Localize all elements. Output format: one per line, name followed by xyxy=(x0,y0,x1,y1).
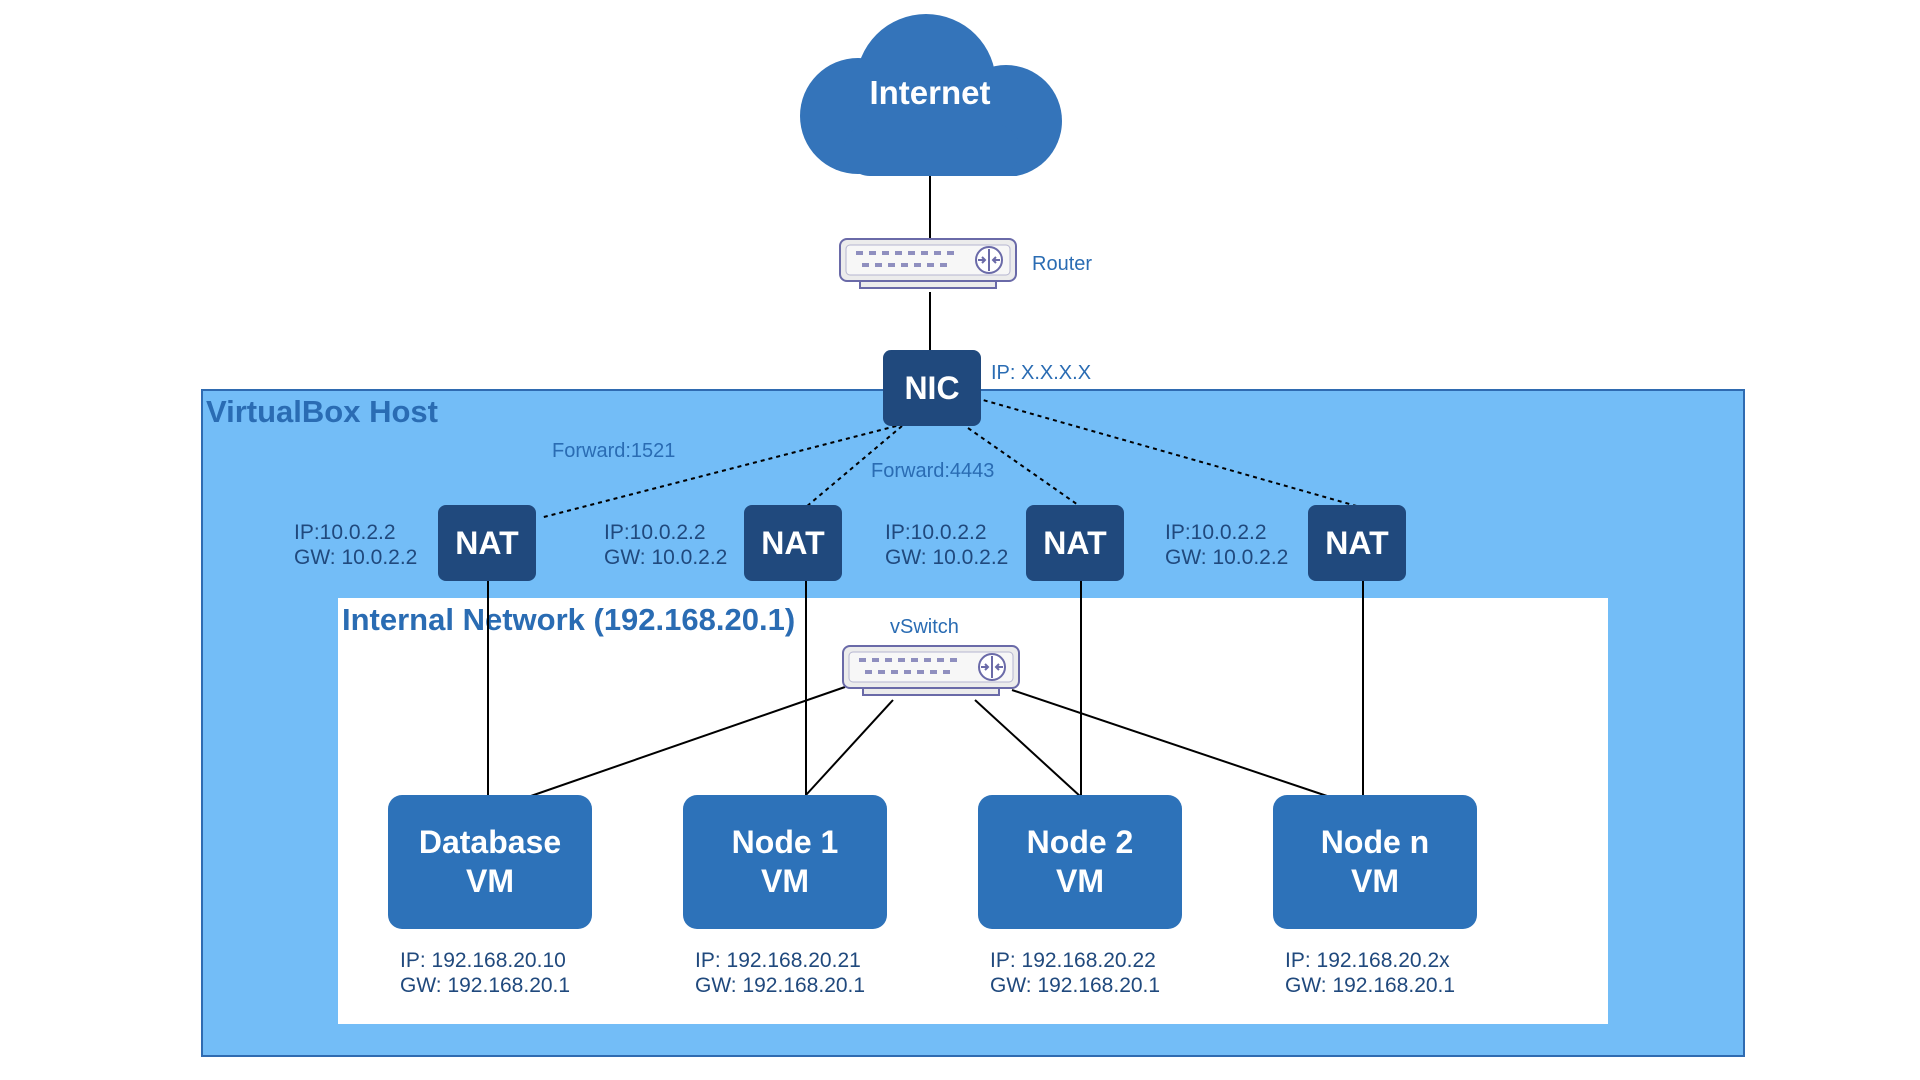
cloud-icon xyxy=(800,14,1062,176)
forward-label-1521: Forward:1521 xyxy=(552,440,676,462)
vm-node-1-ipgw: IP: 192.168.20.21 GW: 192.168.20.1 xyxy=(695,948,865,998)
vm-name: Node 2 xyxy=(1026,824,1134,860)
nat-gw: GW: 10.0.2.2 xyxy=(885,546,1009,569)
vm-type: VM xyxy=(1056,863,1104,899)
vswitch-label: vSwitch xyxy=(890,616,959,638)
switch-icon xyxy=(842,645,1020,696)
dotted-nic-natn xyxy=(975,397,1361,508)
vm-type: VM xyxy=(1351,863,1399,899)
nat-node-n: NAT xyxy=(1308,505,1406,581)
vm-gw: GW: 192.168.20.1 xyxy=(695,974,866,997)
line-vswitch-db xyxy=(527,686,846,798)
nat-node-3: NAT xyxy=(1026,505,1124,581)
nic-ip-label: IP: X.X.X.X xyxy=(991,362,1092,384)
vm-ip: IP: 192.168.20.2x xyxy=(1285,949,1450,972)
forward-label-4443: Forward:4443 xyxy=(871,460,995,482)
internet-label: Internet xyxy=(869,74,991,111)
nat-node-1: NAT xyxy=(438,505,536,581)
vm-name: Node n xyxy=(1320,824,1430,860)
vm-ip: IP: 192.168.20.10 xyxy=(400,949,566,972)
dotted-nic-nat3 xyxy=(967,427,1082,508)
dotted-nic-nat2 xyxy=(805,425,903,508)
vm-name: Node 1 xyxy=(731,824,839,860)
internal-network-title: Internal Network (192.168.20.1) xyxy=(342,602,796,637)
nat-ip: IP:10.0.2.2 xyxy=(885,521,987,544)
vswitch xyxy=(841,644,1021,707)
vm-node-n: Node n VM xyxy=(1273,795,1477,929)
vm-node-1: Node 1 VM xyxy=(683,795,887,929)
line-vswitch-node2 xyxy=(974,699,1082,798)
nat-ip: IP:10.0.2.2 xyxy=(604,521,706,544)
vm-type: VM xyxy=(761,863,809,899)
internet-cloud: Internet xyxy=(798,14,1062,176)
nat-3-ipgw: IP:10.0.2.2 GW: 10.0.2.2 xyxy=(885,520,1008,570)
nat-gw: GW: 10.0.2.2 xyxy=(294,546,418,569)
router xyxy=(838,237,1018,300)
dotted-nic-nat1 xyxy=(539,423,905,519)
nat-2-ipgw: IP:10.0.2.2 GW: 10.0.2.2 xyxy=(604,520,727,570)
vm-database-ipgw: IP: 192.168.20.10 GW: 192.168.20.1 xyxy=(400,948,570,998)
vm-database: Database VM xyxy=(388,795,592,929)
nat-node-2: NAT xyxy=(744,505,842,581)
vm-ip: IP: 192.168.20.21 xyxy=(695,949,861,972)
nat-gw: GW: 10.0.2.2 xyxy=(604,546,728,569)
nat-ip: IP:10.0.2.2 xyxy=(1165,521,1267,544)
line-vswitch-node1 xyxy=(805,699,894,796)
vm-node-2-ipgw: IP: 192.168.20.22 GW: 192.168.20.1 xyxy=(990,948,1160,998)
nat-gw: GW: 10.0.2.2 xyxy=(1165,546,1289,569)
nat-n-ipgw: IP:10.0.2.2 GW: 10.0.2.2 xyxy=(1165,520,1288,570)
vm-node-2: Node 2 VM xyxy=(978,795,1182,929)
router-icon xyxy=(839,238,1017,289)
vm-type: VM xyxy=(466,863,514,899)
virtualbox-host-title: VirtualBox Host xyxy=(206,394,438,429)
vm-ip: IP: 192.168.20.22 xyxy=(990,949,1156,972)
nat-1-ipgw: IP:10.0.2.2 GW: 10.0.2.2 xyxy=(294,520,417,570)
vm-gw: GW: 192.168.20.1 xyxy=(400,974,571,997)
vm-node-n-ipgw: IP: 192.168.20.2x GW: 192.168.20.1 xyxy=(1285,948,1455,998)
vm-gw: GW: 192.168.20.1 xyxy=(990,974,1161,997)
nic-node: NIC xyxy=(883,350,981,426)
nat-ip: IP:10.0.2.2 xyxy=(294,521,396,544)
router-label: Router xyxy=(1032,253,1093,275)
line-vswitch-noden xyxy=(1011,689,1331,798)
vm-name: Database xyxy=(418,824,562,860)
vm-gw: GW: 192.168.20.1 xyxy=(1285,974,1456,997)
